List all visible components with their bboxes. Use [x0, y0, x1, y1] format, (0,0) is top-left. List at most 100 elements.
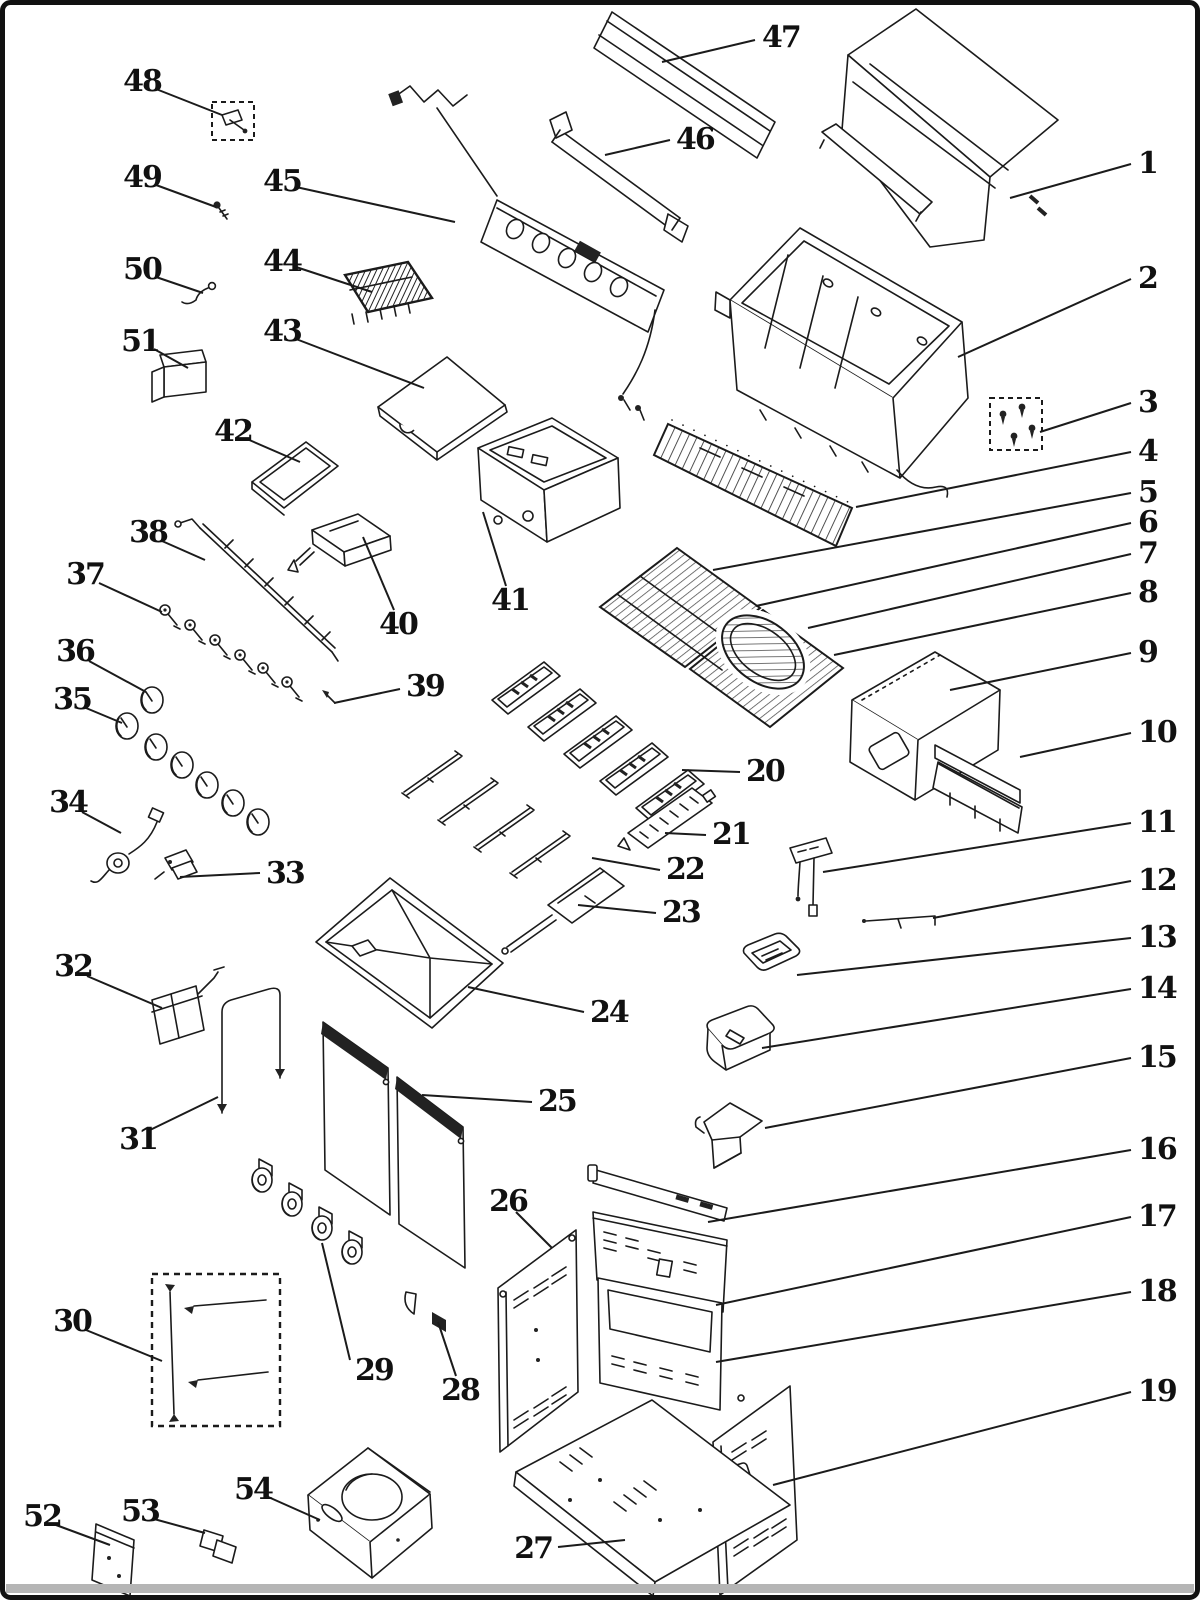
- callout-24-label: 24: [590, 995, 629, 1030]
- callout-15-label: 15: [1138, 1040, 1176, 1075]
- callout-8-leader: [833, 592, 1132, 656]
- callout-10-label: 10: [1138, 715, 1177, 750]
- callout-3-leader: [1039, 402, 1132, 433]
- callout-40-leader: [362, 536, 395, 611]
- callout-41-leader: [482, 511, 507, 587]
- callout-14-label: 14: [1138, 971, 1177, 1006]
- callout-51-label: 51: [121, 324, 159, 359]
- callout-34-label: 34: [49, 785, 88, 820]
- callout-44-label: 44: [263, 244, 302, 279]
- callout-12-label: 12: [1138, 863, 1176, 898]
- part-22-carryover-tubes: [401, 750, 571, 879]
- part-12-rod: [862, 915, 936, 929]
- callout-22-label: 22: [666, 852, 704, 887]
- callout-27-label: 27: [514, 1531, 552, 1566]
- callout-52-leader: [55, 1524, 111, 1546]
- part-48-clip-kit: [211, 101, 255, 141]
- part-41-burner-box: [477, 417, 621, 543]
- callout-21-label: 21: [712, 817, 750, 852]
- callout-35-label: 35: [53, 682, 91, 717]
- part-21-burner-tube: [617, 787, 717, 851]
- part-34-hose-regulator: [90, 807, 165, 884]
- part-25-doors: [321, 1021, 466, 1269]
- callout-49-label: 49: [123, 160, 161, 195]
- callout-6-label: 6: [1138, 505, 1158, 540]
- part-44-small-grate: [343, 260, 434, 325]
- part-37-valves: [159, 604, 303, 702]
- callout-37-label: 37: [66, 557, 104, 592]
- callout-45-leader: [295, 186, 456, 223]
- part-3-hardware-pack: [989, 397, 1043, 451]
- part-27-bottom-panel: [513, 1399, 791, 1597]
- part-23-main-burner: [501, 867, 625, 955]
- callout-20-label: 20: [746, 754, 785, 789]
- callout-26-label: 26: [489, 1184, 528, 1219]
- callout-18-leader: [715, 1291, 1132, 1363]
- callout-35-leader: [85, 707, 123, 724]
- callout-19-leader: [772, 1391, 1132, 1486]
- part-20-heat-plates: [490, 660, 706, 824]
- callout-30-leader: [85, 1329, 163, 1362]
- part-54-tank-tray: [307, 1447, 433, 1579]
- part-39-screw: [322, 690, 336, 704]
- callout-46-leader: [604, 139, 671, 156]
- callout-11-leader: [822, 822, 1132, 873]
- part-14-grease-tray: [706, 1005, 775, 1071]
- part-38-manifold: [174, 518, 339, 662]
- callout-28-leader: [437, 1321, 457, 1377]
- callout-13-leader: [796, 937, 1132, 976]
- callout-50-label: 50: [123, 252, 162, 287]
- callout-1-leader: [1009, 163, 1132, 199]
- callout-29-label: 29: [355, 1353, 393, 1388]
- callout-32-leader: [86, 975, 163, 1009]
- callout-12-leader: [932, 880, 1132, 919]
- part-cooking-grates: [598, 546, 845, 729]
- callout-42-label: 42: [214, 414, 252, 449]
- callout-1-label: 1: [1138, 146, 1157, 181]
- part-46-handle: [549, 111, 689, 243]
- callout-2-leader: [957, 278, 1132, 358]
- part-15-bracket: [694, 1102, 763, 1169]
- part-51-bracket: [151, 349, 207, 403]
- callout-9-label: 9: [1138, 635, 1157, 670]
- callout-2-label: 2: [1138, 261, 1157, 296]
- part-4-warming-rack: [652, 419, 854, 548]
- callout-44-leader: [295, 266, 373, 293]
- callout-29-leader: [321, 1242, 351, 1361]
- callout-25-leader: [421, 1094, 533, 1103]
- callout-5-leader: [712, 492, 1132, 571]
- part-40-side-burner: [287, 513, 392, 573]
- callout-38-label: 38: [129, 515, 168, 550]
- callout-36-label: 36: [56, 634, 95, 669]
- callout-17-leader: [715, 1216, 1132, 1306]
- part-35-36-knobs: [115, 686, 270, 836]
- callout-17-label: 17: [1138, 1199, 1176, 1234]
- callout-43-leader: [295, 338, 425, 389]
- callout-4-leader: [855, 451, 1132, 508]
- callout-15-leader: [764, 1057, 1132, 1129]
- callout-41-label: 41: [491, 583, 529, 618]
- callout-51-leader: [153, 348, 189, 369]
- callout-38-leader: [161, 540, 206, 561]
- callout-33-leader: [179, 872, 261, 878]
- callout-37-leader: [98, 582, 163, 613]
- part-24-grease-funnel: [315, 877, 504, 1029]
- callout-50-leader: [155, 276, 204, 294]
- part-10-rail: [932, 744, 1023, 834]
- callout-21-leader: [664, 832, 707, 836]
- callout-53-leader: [153, 1518, 206, 1534]
- part-30-rod-kit: [150, 1272, 282, 1428]
- callout-40-label: 40: [379, 607, 418, 642]
- callout-48-leader: [155, 88, 223, 116]
- callout-5-label: 5: [1138, 475, 1157, 510]
- part-47-front-panel: [593, 11, 776, 159]
- bottom-edge-shade: [6, 1584, 1194, 1593]
- callout-10-leader: [1019, 732, 1132, 758]
- callout-31-label: 31: [119, 1122, 157, 1157]
- callout-8-label: 8: [1138, 575, 1158, 610]
- callout-36-leader: [88, 660, 147, 693]
- callout-42-leader: [246, 438, 301, 463]
- callout-49-leader: [155, 184, 217, 208]
